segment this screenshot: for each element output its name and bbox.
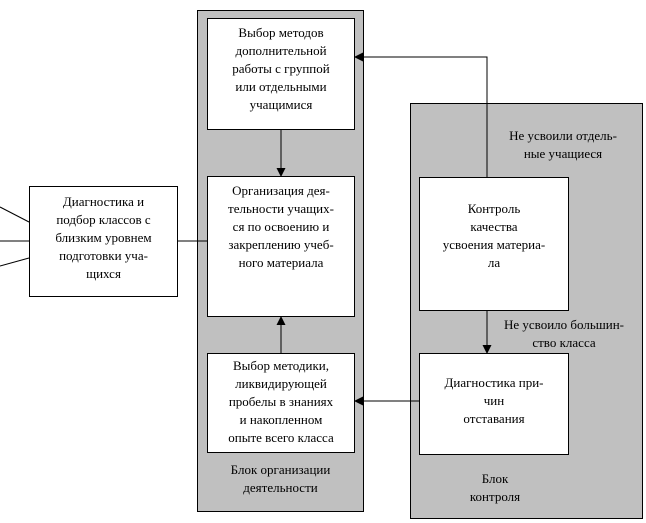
input-line-bottom [0,257,30,267]
control-block-caption: Блок контроля [469,471,521,504]
organization-box: Организация дея- тельности учащих- ся по… [207,176,355,317]
diagnostics-text: Диагностика и подбор классов с близким у… [55,194,152,281]
arrow-quality-to-methods [354,52,488,177]
causes-box: Диагностика при- чин отставания [419,353,569,455]
quality-control-box: Контроль качества усвоения материа- ла [419,177,569,311]
methods-box: Выбор методов дополнительной работы с гр… [207,18,355,130]
organization-text: Организация дея- тельности учащих- ся по… [228,183,334,270]
activity-block-caption: Блок организации деятельности [230,462,331,495]
causes-text: Диагностика при- чин отставания [444,375,544,426]
diagnostics-box: Диагностика и подбор классов с близким у… [29,186,178,297]
methods-text: Выбор методов дополнительной работы с гр… [232,25,330,112]
quality-control-text: Контроль качества усвоения материа- ла [442,201,546,270]
edge-label-majority: Не усвоило большин- ство класса [503,317,625,350]
input-line-top [0,206,30,223]
edge-label-some-students: Не усвоили отдель- ные учащиеся [509,128,617,161]
remedial-text: Выбор методики, ликвидирующей пробелы в … [228,358,334,445]
remedial-box: Выбор методики, ликвидирующей пробелы в … [207,353,355,453]
